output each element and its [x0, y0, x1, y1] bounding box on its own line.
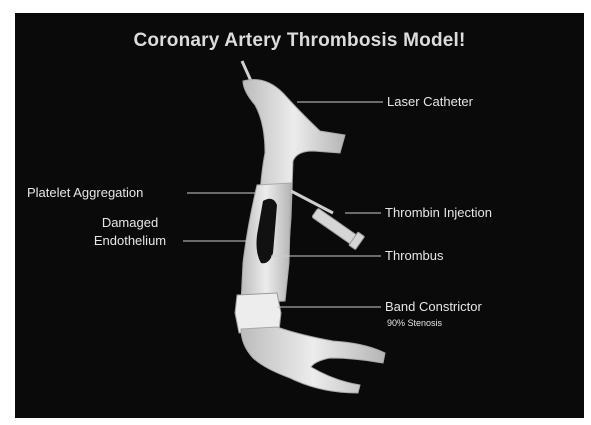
thrombus-label: Thrombus [385, 248, 444, 263]
thrombin-injection-label: Thrombin Injection [385, 205, 492, 220]
laser-catheter-label: Laser Catheter [387, 94, 473, 109]
catheter-wire [242, 61, 251, 81]
stenosis-label: 90% Stenosis [387, 318, 442, 328]
damaged-endothelium-label-line2: Endothelium [75, 233, 185, 248]
band-constrictor-label: Band Constrictor [385, 299, 482, 314]
damaged-endothelium-label-line1: Damaged [75, 215, 185, 230]
lower-vessel [241, 327, 385, 393]
diagram-slide: Coronary Artery Thrombosis Model! [15, 13, 584, 418]
thrombin-needle [291, 191, 333, 213]
platelet-aggregation-label: Platelet Aggregation [27, 185, 143, 200]
